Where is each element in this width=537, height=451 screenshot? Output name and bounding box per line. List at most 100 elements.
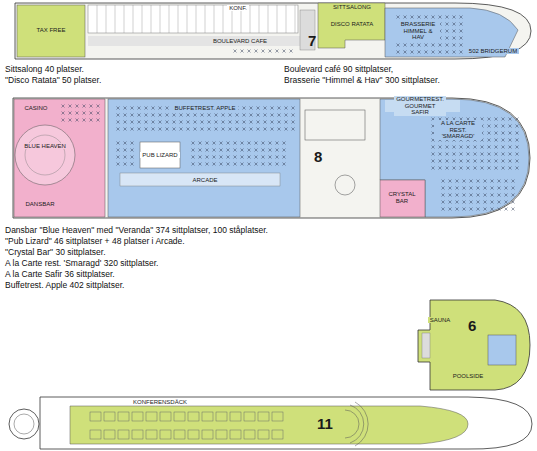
caption-text: "Pub Lizard" 46 sittplatser + 48 platser… [5, 237, 185, 246]
room-area: CASINO [22, 105, 49, 112]
seat-mark [442, 201, 445, 204]
seat-mark [505, 208, 508, 211]
room-label: DANSBAR [24, 201, 55, 208]
crystal-bar-area [380, 180, 425, 217]
seat-mark [463, 208, 466, 211]
seat-mark [502, 125, 505, 128]
seat-mark [460, 146, 463, 149]
seat-mark [411, 51, 414, 54]
seat-mark [432, 160, 435, 163]
seat-mark [69, 105, 72, 108]
seat-mark [271, 121, 274, 124]
cabin-wall [277, 5, 278, 33]
meeting-room [118, 430, 129, 439]
conference-area [70, 406, 468, 444]
seat-mark [453, 16, 456, 19]
seat-mark [159, 128, 162, 131]
seat-mark [97, 112, 100, 115]
seat-mark [124, 121, 127, 124]
seat-mark [516, 160, 519, 163]
room-label: A LA CARTE REST. 'SMARAGD' [435, 120, 481, 140]
seat-mark [131, 114, 134, 117]
seat-mark [467, 146, 470, 149]
room-label: SITTSALONG [332, 4, 372, 11]
seat-mark [456, 180, 459, 183]
seat-mark [463, 180, 466, 183]
seat-mark [62, 105, 65, 108]
meeting-room [146, 412, 157, 421]
seat-mark [470, 201, 473, 204]
seat-mark [509, 118, 512, 121]
seat-mark [495, 139, 498, 142]
seat-mark [215, 114, 218, 117]
meeting-room [202, 430, 213, 439]
seat-mark [234, 149, 237, 152]
seat-mark [456, 187, 459, 190]
seat-mark [477, 187, 480, 190]
seat-mark [418, 51, 421, 54]
seat-mark [509, 153, 512, 156]
seat-mark [234, 163, 237, 166]
seat-mark [213, 163, 216, 166]
seat-mark [488, 153, 491, 156]
seat-mark [138, 107, 141, 110]
meeting-room [272, 412, 283, 421]
seat-mark [439, 51, 442, 54]
seat-mark [491, 187, 494, 190]
seat-mark [166, 128, 169, 131]
seat-mark [467, 160, 470, 163]
cabin-wall [169, 5, 170, 33]
seat-mark [213, 142, 216, 145]
seat-mark [470, 208, 473, 211]
seat-mark [446, 167, 449, 170]
meeting-room [90, 412, 101, 421]
seat-mark [502, 153, 505, 156]
seat-mark [236, 121, 239, 124]
seat-mark [173, 128, 176, 131]
seat-mark [264, 114, 267, 117]
seat-mark [292, 128, 295, 131]
seat-mark [159, 114, 162, 117]
seat-mark [199, 142, 202, 145]
seat-mark [442, 208, 445, 211]
seat-mark [124, 128, 127, 131]
seat-mark [484, 187, 487, 190]
seat-mark [152, 128, 155, 131]
seat-mark [255, 149, 258, 152]
seat-mark [488, 125, 491, 128]
seat-mark [201, 121, 204, 124]
room-area: POOLSIDE [451, 373, 486, 380]
seat-mark [411, 44, 414, 47]
meeting-room [244, 412, 255, 421]
seat-mark [460, 153, 463, 156]
room-label: BUFFETREST. APPLE [173, 105, 236, 112]
seat-mark [474, 146, 477, 149]
dance-bar-area [14, 99, 105, 217]
seat-mark [474, 167, 477, 170]
seat-mark [166, 114, 169, 117]
meeting-room [202, 412, 213, 421]
room-area: BOULEVARD CAFE [211, 38, 269, 45]
seat-mark [222, 128, 225, 131]
caption-text: A la Carte Safir 36 sittplatser. [5, 270, 115, 279]
seat-mark [495, 153, 498, 156]
seat-mark [138, 128, 141, 131]
caption-text: A la Carte rest. 'Smaragd' 320 sittplats… [5, 259, 159, 268]
seat-mark [432, 167, 435, 170]
seat-mark [187, 128, 190, 131]
seat-mark [512, 208, 515, 211]
auditorium-rows [345, 402, 368, 446]
seat-mark [145, 128, 148, 131]
seat-mark [516, 153, 519, 156]
seat-mark [425, 16, 428, 19]
dance-floor [15, 125, 75, 185]
seat-mark [250, 121, 253, 124]
seat-mark [474, 160, 477, 163]
seat-mark [453, 160, 456, 163]
seat-mark [220, 149, 223, 152]
seat-mark [516, 125, 519, 128]
caption-text: "Crystal Bar" 30 sittplatser. [5, 248, 106, 257]
meeting-room [244, 430, 255, 439]
seat-mark [290, 50, 293, 53]
room-area: A LA CARTE REST. 'SMARAGD' [434, 120, 482, 140]
